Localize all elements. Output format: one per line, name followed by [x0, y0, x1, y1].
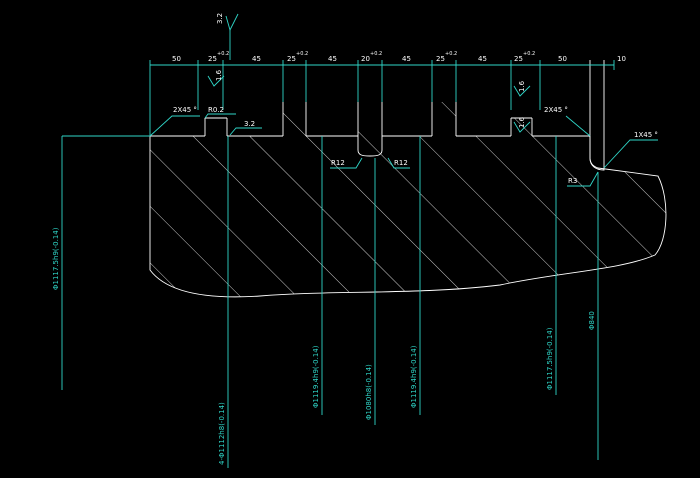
radius-right-label: R12	[394, 159, 408, 167]
dim-20: 20	[361, 55, 370, 63]
diameter-label-1: Φ1117.5h9(-0.14)	[52, 227, 60, 290]
top-dimension-labels: 50 25 +0.2 45 25 +0.2 45 20 +0.2 45 25 +…	[172, 51, 626, 63]
chamfer-right-label: 2X45 °	[544, 106, 568, 114]
diameter-labels: Φ1117.5h9(-0.14) 4-Φ1112h8(-0.14) Φ1119.…	[52, 227, 596, 465]
dim-25-4-tol: +0.2	[523, 51, 535, 57]
top-dimension-lines	[149, 60, 615, 136]
leader-lines	[149, 113, 658, 187]
dim-25-2: 25	[287, 55, 296, 63]
chamfer-left-label: 2X45 °	[173, 106, 197, 114]
chamfer-far-right-label: 1X45 °	[634, 131, 658, 139]
roughness-top-value: 3.2	[216, 13, 224, 24]
radius-r3-label: R3	[568, 177, 577, 185]
dim-25-4: 25	[514, 55, 523, 63]
diameter-label-2: 4-Φ1112h8(-0.14)	[218, 402, 226, 465]
dim-10: 10	[617, 55, 626, 63]
radius-top-label: R0.2	[208, 106, 224, 114]
roughness-side-right-value: 1.6	[518, 80, 526, 92]
roughness-side-left-value: 1.6	[215, 69, 223, 81]
dim-45-2: 45	[328, 55, 337, 63]
roughness-surface-value: 3.2	[244, 120, 255, 128]
radius-left-label: R12	[331, 159, 345, 167]
diameter-lines	[61, 135, 599, 468]
diameter-label-7: Φ840	[588, 311, 596, 330]
dim-45-3: 45	[402, 55, 411, 63]
dim-50-right: 50	[558, 55, 567, 63]
dim-50-left: 50	[172, 55, 181, 63]
dim-25-1: 25	[208, 55, 217, 63]
top-edge	[150, 60, 605, 171]
diameter-label-6: Φ1117.5h9(-0.14)	[546, 327, 554, 390]
dim-20-tol: +0.2	[370, 51, 382, 57]
diameter-label-3: Φ1119.4h9(-0.14)	[312, 345, 320, 408]
part-outline	[149, 136, 667, 298]
roughness-side-right-value-2: 1.6	[518, 116, 526, 128]
dim-45-4: 45	[478, 55, 487, 63]
diameter-label-4: Φ1080h8(-0.14)	[365, 364, 373, 420]
diameter-label-5: Φ1119.4h9(-0.14)	[410, 345, 418, 408]
dim-25-3: 25	[436, 55, 445, 63]
dim-25-3-tol: +0.2	[445, 51, 457, 57]
dim-45-1: 45	[252, 55, 261, 63]
dim-25-1-tol: +0.2	[217, 51, 229, 57]
dim-25-2-tol: +0.2	[296, 51, 308, 57]
roughness-symbols	[207, 13, 531, 136]
